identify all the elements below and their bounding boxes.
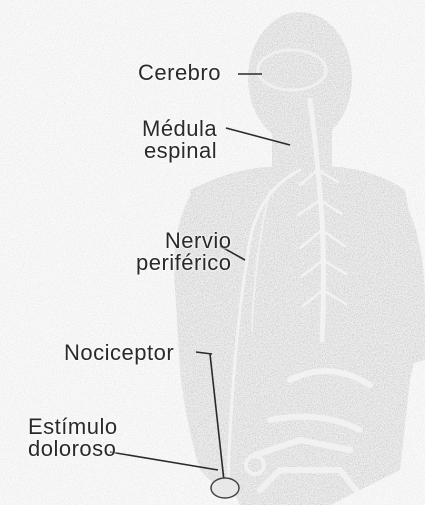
label-cerebro: Cerebro — [138, 62, 221, 84]
label-nociceptor: Nociceptor — [64, 342, 174, 364]
label-nervio-periferico: Nervio periférico — [136, 230, 231, 274]
hand-stimulus — [211, 478, 239, 498]
label-medula-espinal: Médula espinal — [142, 118, 217, 162]
label-estimulo-doloroso: Estímulo doloroso — [28, 416, 118, 460]
